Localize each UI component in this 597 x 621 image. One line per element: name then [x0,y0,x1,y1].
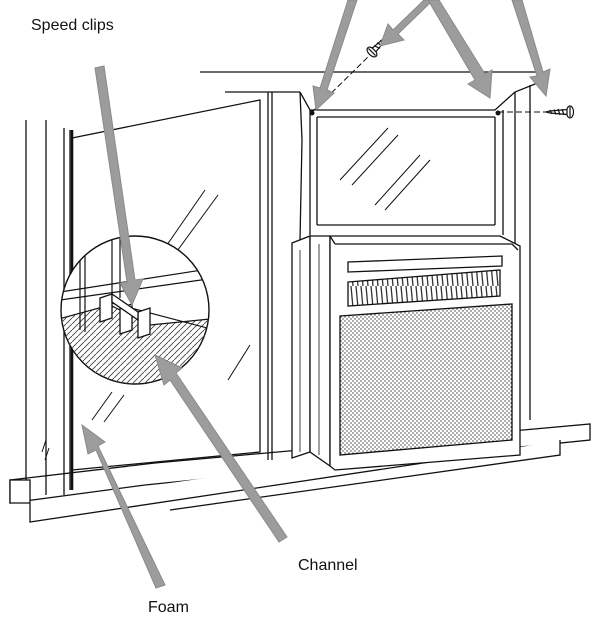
air-conditioner [291,235,521,471]
screw-icon [545,105,575,119]
channel-label: Channel [298,557,358,574]
foam-label: Foam [148,599,189,616]
glass-reflections-upper [339,127,431,211]
foam-strip [41,439,50,461]
speed-clip-detail [60,235,210,385]
left-window-sash [71,92,273,471]
arrow-icon [81,0,551,589]
screw-guides [309,54,550,116]
speed-clips-label: Speed clips [31,17,114,34]
